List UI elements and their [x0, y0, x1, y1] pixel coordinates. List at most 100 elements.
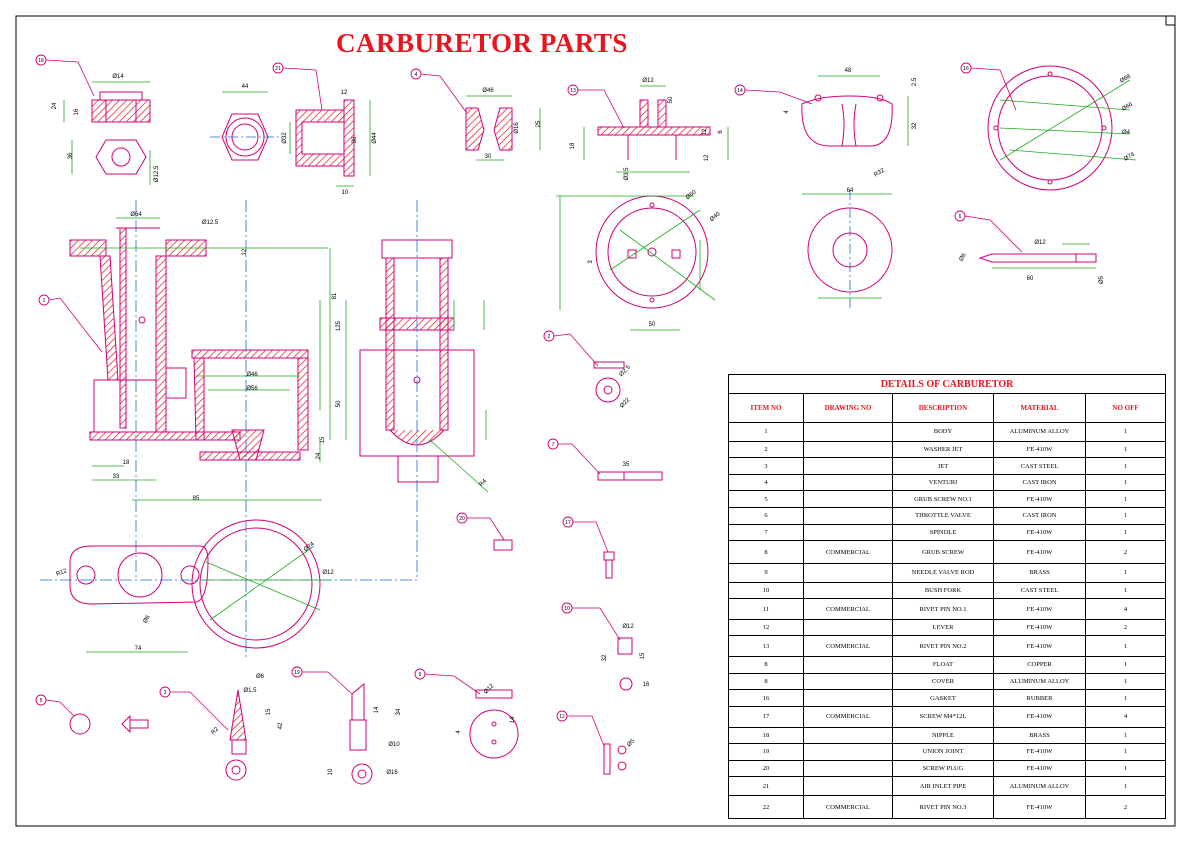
part-throttle-valve-dims [556, 195, 716, 331]
bom-cell: BODY [892, 422, 994, 442]
bom-caption: DETAILS OF CARBURETOR [727, 374, 1167, 394]
bom-cell: BRASS [993, 562, 1086, 583]
part-washer-jet-view [593, 361, 625, 403]
dimension-label: R4 [478, 478, 488, 488]
dimension-label: Ø12.5 [202, 220, 219, 226]
dimension-label: 12 [242, 248, 248, 255]
corner-mark [1165, 15, 1176, 26]
bom-cell: 1 [1084, 422, 1167, 442]
dimension-label: 12 [702, 128, 708, 135]
dimension-label: 16 [643, 682, 650, 688]
bom-cell [803, 490, 893, 508]
item-balloon-label: 2 [548, 334, 551, 340]
bom-cell: 1 [1084, 457, 1167, 475]
item-balloon-label: 13 [570, 88, 576, 94]
dimension-label: Ø12 [1034, 240, 1046, 246]
bom-cell: FE-410W [993, 705, 1086, 728]
bom-cell: 1 [1084, 726, 1167, 745]
part-gasket-view [987, 65, 1113, 191]
bom-cell: 4 [1084, 598, 1167, 620]
item-balloon-label: 1 [43, 298, 46, 304]
part-body-side-dims [345, 300, 489, 493]
part-body-dims [80, 217, 331, 501]
bom-cell: 4 [728, 473, 804, 492]
bom-cell: 3 [728, 457, 804, 475]
dimension-label: 24 [52, 102, 58, 109]
bom-cell: GRUB SCREW NO.1 [892, 490, 994, 508]
bom-cell: 1 [1084, 759, 1167, 778]
bom-cell: 1 [1084, 581, 1167, 600]
bom-cell [803, 523, 893, 542]
item-balloon-label: 5 [40, 698, 43, 704]
bom-cell: JET [892, 457, 994, 475]
bom-cell: 19 [728, 743, 804, 761]
dimension-label: 34 [396, 708, 402, 715]
bom-cell: FE-410W [993, 743, 1086, 761]
bom-cell: CAST IRON [993, 506, 1086, 525]
part-grub-screw-view [69, 713, 149, 735]
bom-cell: COPPER [993, 656, 1086, 674]
part-venturi-view [465, 107, 513, 151]
bom-cell: 2 [728, 440, 804, 459]
part-union-joint-view [349, 682, 373, 785]
dimension-label: Ø16 [386, 770, 398, 776]
item-balloon-label: 3 [164, 690, 167, 696]
item-balloon: 5 [35, 694, 75, 717]
dimension-label: 50 [668, 96, 674, 103]
dimension-label: Ø2.5 [619, 364, 633, 378]
bom-cell [803, 656, 893, 674]
part-body-side-section [359, 239, 475, 483]
bom-cell: 1 [1084, 635, 1167, 658]
bom-cell: GRUB SCREW [892, 540, 994, 564]
dimension-label: 3 [588, 260, 594, 264]
dimension-label: Ø3.5 [624, 167, 630, 181]
bom-cell: 17 [728, 705, 804, 728]
bom-cell [803, 506, 893, 525]
bom-cell: 1 [1084, 672, 1167, 691]
dimension-label: R32 [873, 167, 886, 178]
item-balloon: 12 [556, 710, 605, 747]
dimension-label: 25 [536, 120, 542, 127]
dimension-label: Ø10 [388, 742, 400, 748]
dimension-label: Ø16 [514, 122, 520, 134]
part-jet-view [225, 689, 247, 781]
part-body-plan-leaders [86, 545, 330, 653]
bom-cell: RUBBER [993, 689, 1086, 707]
dimension-label: 30 [352, 136, 358, 143]
drawing-border [15, 15, 1176, 827]
item-balloon-label: 6 [959, 214, 962, 220]
bom-cell: COMMERCIAL [803, 795, 893, 819]
bom-cell: GASKET [892, 689, 994, 707]
dimension-label: 60 [1027, 276, 1034, 282]
bom-cell: UNION JOINT [892, 743, 994, 761]
item-balloon: 10 [561, 602, 621, 641]
dimension-label: Ø44 [372, 132, 378, 144]
dimension-label: 15 [266, 708, 272, 715]
dimension-label: 10 [328, 768, 334, 775]
part-screw-m4-view [603, 551, 615, 579]
part-gasket-leaders [999, 79, 1137, 161]
bom-header-cell: ITEM NO [728, 393, 804, 423]
part-needle-rod-dims [992, 243, 1096, 269]
bom-cell: WASHER JET [892, 440, 994, 459]
bom-cell [803, 759, 893, 778]
dimension-label: 4 [456, 730, 462, 734]
part-fork-view [469, 689, 519, 759]
bom-cell: VENTURI [892, 473, 994, 492]
dimension-label: 14 [374, 706, 380, 713]
dimension-label: 64 [847, 188, 854, 194]
bom-cell: COMMERCIAL [803, 635, 893, 658]
dimension-label: 18 [123, 460, 130, 466]
dimension-label: 4 [784, 110, 790, 114]
dimension-label: 125 [336, 320, 342, 331]
bom-cell: 1 [1084, 743, 1167, 761]
bom-cell: AIR INLET PIPE [892, 776, 994, 797]
bom-cell [803, 689, 893, 707]
